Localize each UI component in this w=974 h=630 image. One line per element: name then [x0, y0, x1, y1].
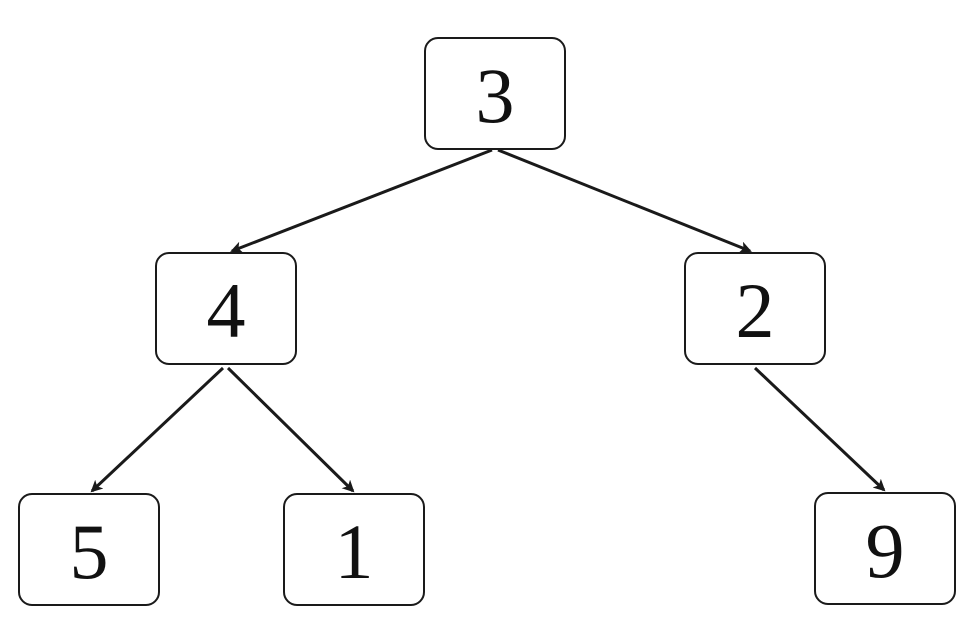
node-value: 1: [334, 507, 374, 595]
tree-node-left-right: 1: [283, 493, 425, 606]
node-value: 2: [735, 266, 775, 354]
edge-4-to-5: [90, 366, 225, 493]
tree-node-right-right: 9: [814, 492, 956, 605]
edge-2-to-9: [753, 366, 886, 492]
node-value: 9: [865, 506, 905, 594]
node-value: 3: [475, 51, 515, 139]
edge-4-to-1: [226, 366, 355, 493]
node-value: 5: [69, 507, 109, 595]
tree-node-left: 4: [155, 252, 297, 365]
node-value: 4: [206, 266, 246, 354]
tree-node-left-left: 5: [18, 493, 160, 606]
tree-node-right: 2: [684, 252, 826, 365]
tree-node-root: 3: [424, 37, 566, 150]
edge-3-to-2: [497, 148, 752, 253]
edge-3-to-4: [230, 148, 493, 253]
